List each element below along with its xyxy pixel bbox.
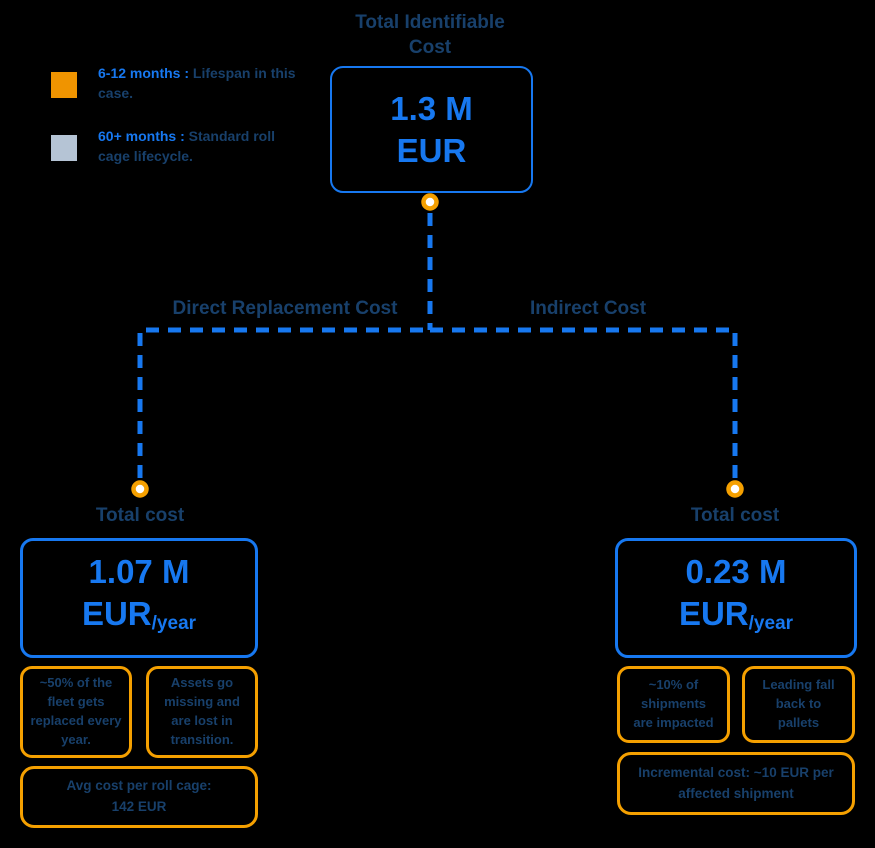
- root-unit: EUR: [396, 131, 467, 169]
- left-unit-suffix: /year: [151, 613, 197, 634]
- connector-dot-left: [131, 480, 149, 498]
- legend-swatch-gray: [51, 135, 77, 161]
- legend-description: Standard roll cage lifecycle.: [98, 128, 275, 164]
- legend-description: Lifespan in this case.: [98, 65, 296, 101]
- right-value-box: 0.23 M EUR/year: [615, 538, 857, 658]
- legend-item-lifespan: 6-12 months : Lifespan in this case.: [98, 64, 306, 104]
- left-value-box: 1.07 M EUR/year: [20, 538, 258, 658]
- right-unit-text: EUR: [678, 595, 749, 632]
- connector-dot-root: [421, 193, 439, 211]
- legend-item-standard-lifecycle: 60+ months : Standard roll cage lifecycl…: [98, 127, 306, 167]
- legend-term: 6-12 months :: [98, 65, 190, 81]
- left-node-title: Total cost: [95, 505, 185, 526]
- root-value: 1.3 M: [390, 89, 473, 127]
- left-unit: EUR/year: [82, 593, 196, 645]
- right-unit: EUR/year: [679, 593, 793, 645]
- right-factor-shipments-impacted: ~10% of shipments are impacted: [617, 666, 730, 743]
- root-title: Total Identifiable Cost: [355, 12, 505, 58]
- root-value-box: 1.3 M EUR: [330, 66, 533, 193]
- right-node-title: Total cost: [690, 505, 780, 526]
- right-value: 0.23 M: [685, 553, 787, 590]
- left-factor-fleet-replacement: ~50% of the fleet gets replaced every ye…: [20, 666, 132, 758]
- legend-term: 60+ months :: [98, 128, 185, 144]
- right-factor-fallback-pallets: Leading fall back to pallets: [742, 666, 855, 743]
- connector-dot-right: [726, 480, 744, 498]
- left-note-avg-cost: Avg cost per roll cage: 142 EUR: [20, 766, 258, 828]
- legend-swatch-orange: [51, 72, 77, 98]
- right-unit-suffix: /year: [748, 613, 794, 634]
- connector-left: [137, 327, 430, 478]
- branch-label-indirect-cost: Indirect Cost: [529, 298, 647, 319]
- connector-right: [430, 327, 738, 478]
- branch-label-direct-replacement-cost: Direct Replacement Cost: [172, 298, 398, 319]
- left-factor-assets-missing: Assets go missing and are lost in transi…: [146, 666, 258, 758]
- left-value: 1.07 M: [88, 553, 190, 590]
- left-unit-text: EUR: [81, 595, 152, 632]
- right-note-incremental-cost: Incremental cost: ~10 EUR per affected s…: [617, 752, 855, 815]
